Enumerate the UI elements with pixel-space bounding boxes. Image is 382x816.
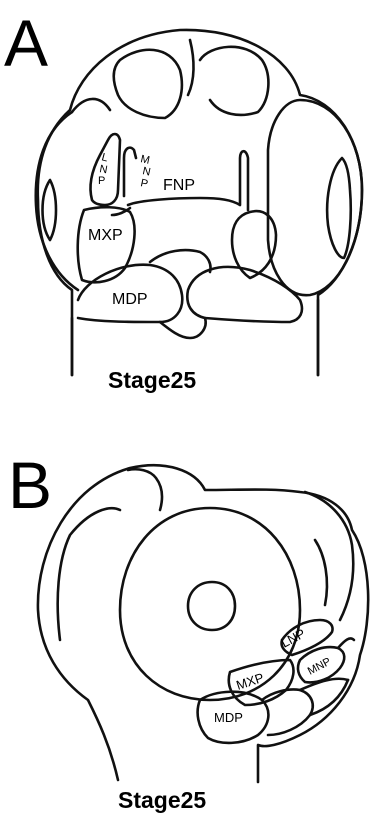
panel-a-mxp (78, 207, 135, 282)
panel-b-mnp-label: MNP (306, 656, 333, 678)
panel-a-right-eye (327, 158, 351, 258)
panel-a-midline (188, 40, 194, 95)
panel-b-jaw-contour-2 (300, 679, 348, 690)
panel-b-crest (128, 469, 162, 510)
panel-a-letter: A (4, 6, 48, 80)
panel-a-mxp-label: MXP (88, 227, 123, 244)
panel-b-letter: B (8, 448, 52, 522)
panel-a-mdp-label: MDP (112, 291, 148, 308)
panel-a-stomodeum (150, 250, 211, 272)
panel-b: B LNP MNP MXP MDP Stage25 (8, 448, 368, 813)
panel-b-mxp-label: MXP (234, 670, 265, 693)
panel-b-jaw-contour-1 (262, 689, 313, 735)
panel-b-head-outline (38, 465, 368, 782)
panel-b-mnp-tip (338, 638, 354, 648)
panel-a-left-eye (43, 180, 57, 240)
panel-a-lnp-label-p: P (98, 175, 105, 187)
panel-a-stage-label: Stage25 (108, 367, 196, 393)
panel-a-mnp (124, 148, 136, 196)
panel-a-right-brain-lobe (200, 47, 268, 115)
panel-b-eye-inner (188, 582, 235, 630)
panel-b-right-fold-2 (315, 540, 327, 605)
panel-a: A L N P M (4, 6, 362, 393)
panel-a-mnp-label-p: P (139, 177, 149, 190)
panel-b-back-ridge (58, 508, 120, 640)
panel-a-fnp-label: FNP (163, 177, 195, 194)
panel-a-upper-left-fold (72, 99, 110, 112)
panel-a-left-brain-lobe (114, 50, 182, 118)
panel-b-right-fold-1 (305, 492, 353, 620)
panel-a-head-outline (38, 30, 362, 375)
panel-b-eye-outer (120, 508, 300, 700)
panel-b-mdp-label: MDP (214, 710, 243, 725)
panel-b-stage-label: Stage25 (118, 787, 206, 813)
